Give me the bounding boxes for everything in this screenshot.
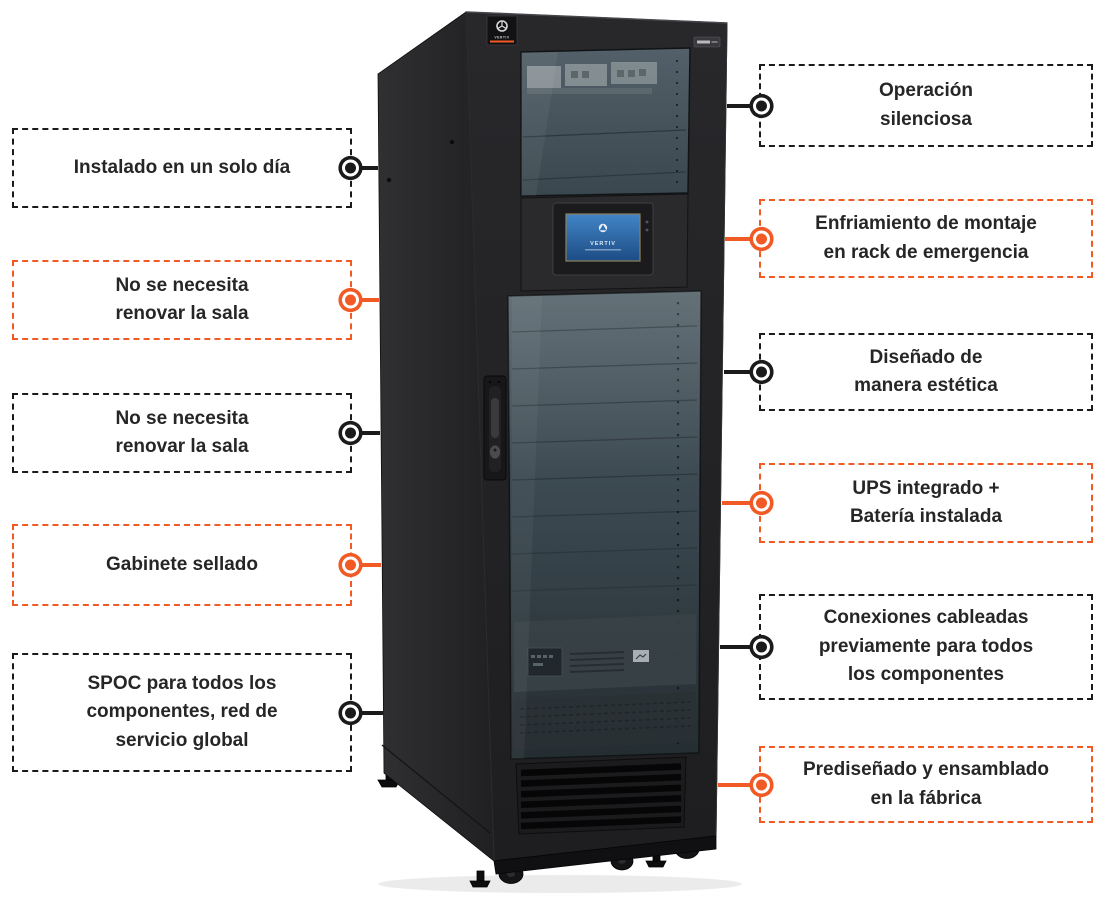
connector-dot <box>755 497 767 509</box>
callout-text-line: servicio global <box>115 729 249 751</box>
callout-text-line: Operación <box>879 80 973 101</box>
callout-text-line: No se necesita <box>115 274 249 296</box>
door-handle[interactable] <box>483 375 507 481</box>
callout-text-line: en la fábrica <box>870 787 982 809</box>
lock-icon <box>489 444 501 460</box>
callout-text-line: Gabinete sellado <box>105 553 259 575</box>
floor-shadow <box>378 875 742 893</box>
callout-text-line: renovar la sala <box>115 303 249 324</box>
callout-text-line: Conexiones cableadas <box>823 607 1029 629</box>
connector-line <box>725 236 761 241</box>
connector-dot <box>755 233 767 244</box>
screen-brand-text: VERTIV <box>590 241 616 247</box>
connector-dot <box>344 707 356 718</box>
callout-text-line: previamente para todos <box>818 635 1034 657</box>
callout-right-5: Conexiones cableadas previamente para tod… <box>720 594 1093 700</box>
callout-left-5: SPOC para todos los componentes, red de se… <box>12 653 383 772</box>
callout-right-1: Operación silenciosa <box>727 64 1093 147</box>
connector-dot <box>755 100 767 111</box>
touchscreen-display[interactable] <box>565 213 641 262</box>
callout-left-3: No se necesita renovar la sala <box>12 393 380 473</box>
connector-dot <box>344 427 356 439</box>
connector-line <box>720 645 761 649</box>
callout-text-line: manera estética <box>854 375 998 396</box>
callout-text-line: Instalado en un solo día <box>73 156 291 178</box>
touchscreen-panel: VERTIV <box>520 193 689 292</box>
connector-line <box>350 431 380 435</box>
callout-text-line: renovar la sala <box>115 436 249 457</box>
callout-text-line: UPS integrado + <box>852 477 1000 499</box>
callout-text-line: Prediseñado y ensamblado <box>802 759 1050 780</box>
callout-right-4: UPS integrado + Batería instalada <box>722 463 1093 543</box>
connector-dot <box>344 559 356 571</box>
leveling-foot <box>469 870 491 888</box>
connector-dot <box>755 366 767 378</box>
connector-line <box>350 710 383 715</box>
model-badge <box>693 36 721 48</box>
door-glass <box>507 290 702 760</box>
upper-window <box>520 47 691 197</box>
connector-line <box>350 298 379 302</box>
callout-left-1: Instalado en un solo día <box>12 128 378 208</box>
connector-line <box>718 782 761 787</box>
connector-line <box>722 501 761 505</box>
vertiv-logo-badge: VERTIV <box>486 15 518 46</box>
connector-dot <box>755 641 767 653</box>
callout-text-line: en rack de emergencia <box>823 241 1029 263</box>
callout-right-3: Diseñado de manera estética <box>724 333 1093 411</box>
callout-right-6: Prediseñado y ensamblado en la fábrica <box>718 746 1093 823</box>
callout-left-4: Gabinete sellado <box>12 524 381 606</box>
connector-line <box>724 370 761 374</box>
callout-text-line: los componentes <box>847 664 1005 686</box>
connector-line <box>350 166 378 170</box>
upper-equipment <box>527 62 657 94</box>
connector-dot <box>344 294 356 306</box>
callout-text-line: Batería instalada <box>849 506 1003 527</box>
callout-left-2: No se necesita renovar la sala <box>12 260 379 340</box>
callout-text-line: componentes, red de <box>86 701 278 723</box>
callout-text-line: SPOC para todos los <box>87 672 277 694</box>
callout-text-line: Enfriamiento de montaje <box>815 213 1037 234</box>
connector-line <box>350 563 381 567</box>
callout-right-2: Enfriamiento de montaje en rack de emerge… <box>725 199 1093 278</box>
brand-badge-text: VERTIV <box>494 36 509 40</box>
callout-text-line: Diseñado de <box>869 346 983 368</box>
connector-dot <box>344 162 356 174</box>
side-panel <box>377 11 495 862</box>
base-plinth <box>493 835 717 875</box>
connector-dot <box>755 779 767 790</box>
vent-grille <box>515 756 687 835</box>
callout-text-line: No se necesita <box>115 407 249 429</box>
connector-line <box>727 103 761 108</box>
vertiv-icon <box>496 20 508 32</box>
callout-text-line: silenciosa <box>880 108 972 130</box>
